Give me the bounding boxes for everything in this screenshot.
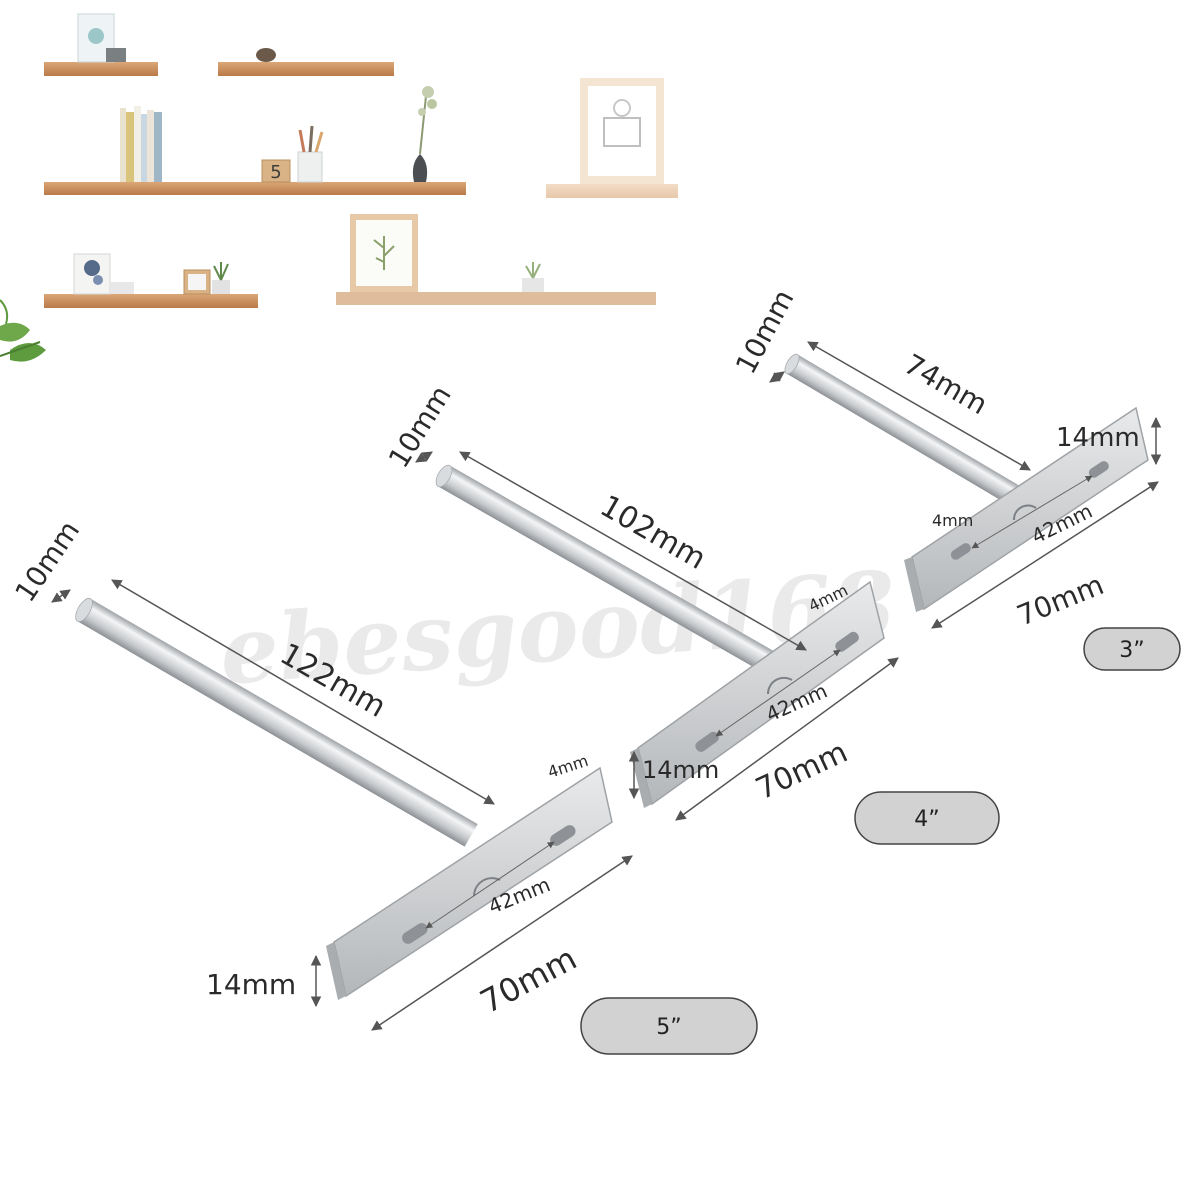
bracket-3-plate-len-arrow — [931, 481, 1159, 629]
clock-block: 5 — [261, 159, 291, 183]
size-label-5: 5” — [656, 1015, 681, 1040]
clock-digit: 5 — [270, 162, 281, 183]
size-label-3: 3” — [1119, 638, 1144, 663]
shelf-bottom-middle — [336, 214, 656, 305]
shelf-right-pale — [546, 78, 678, 198]
bracket-3-slot-right — [1088, 461, 1109, 478]
bracket-5-plate-thickness: 4mm — [545, 751, 590, 782]
bracket-5-holes-arrow — [425, 841, 555, 929]
shelf-middle-long: 5 — [44, 86, 466, 195]
bracket-3-rod-dia-arrow — [769, 371, 785, 383]
pencil-cup — [297, 125, 324, 183]
bracket-4-plate-height: 14mm — [642, 756, 719, 784]
bracket-4-rod-len-arrow — [459, 451, 807, 651]
bracket-3-rod-length: 74mm — [899, 347, 994, 421]
bracket-5-slot-right — [550, 825, 576, 846]
size-label-4: 4” — [914, 807, 939, 832]
bracket-3-plate-thickness: 4mm — [932, 511, 973, 530]
size-pill-5: 5” — [580, 997, 758, 1055]
size-pill-3: 3” — [1083, 627, 1181, 671]
bracket-4-slot-right — [835, 631, 859, 652]
size-pill-4: 4” — [854, 791, 1000, 845]
bracket-4-rod-dia-arrow — [415, 451, 433, 463]
shelf-top-middle — [218, 48, 394, 76]
bracket-3-rod-len-arrow — [807, 341, 1031, 471]
bracket-5-plate-len-arrow — [371, 855, 633, 1031]
bracket-4-plate-len-arrow — [675, 657, 899, 821]
bracket-5-rod-dia-arrow — [51, 589, 71, 603]
bracket-4-holes-arrow — [715, 649, 841, 737]
bracket-4-plate-length: 70mm — [751, 735, 853, 808]
bracket-5-rod-len-arrow — [111, 579, 495, 805]
vase — [412, 86, 437, 182]
books — [120, 106, 162, 182]
shelf-bottom-left — [44, 253, 258, 308]
bracket-5-rod-diameter: 10mm — [8, 515, 86, 608]
shelf-top-left — [44, 13, 158, 76]
bracket-3-plate-height: 14mm — [1056, 423, 1140, 453]
bracket-3-holes-arrow — [971, 475, 1093, 549]
bracket-3-plate-length: 70mm — [1012, 568, 1108, 632]
shelf-photo: 5 — [0, 13, 678, 362]
bracket-5-plate-height: 14mm — [206, 968, 296, 1001]
plant-leaves — [0, 299, 46, 362]
